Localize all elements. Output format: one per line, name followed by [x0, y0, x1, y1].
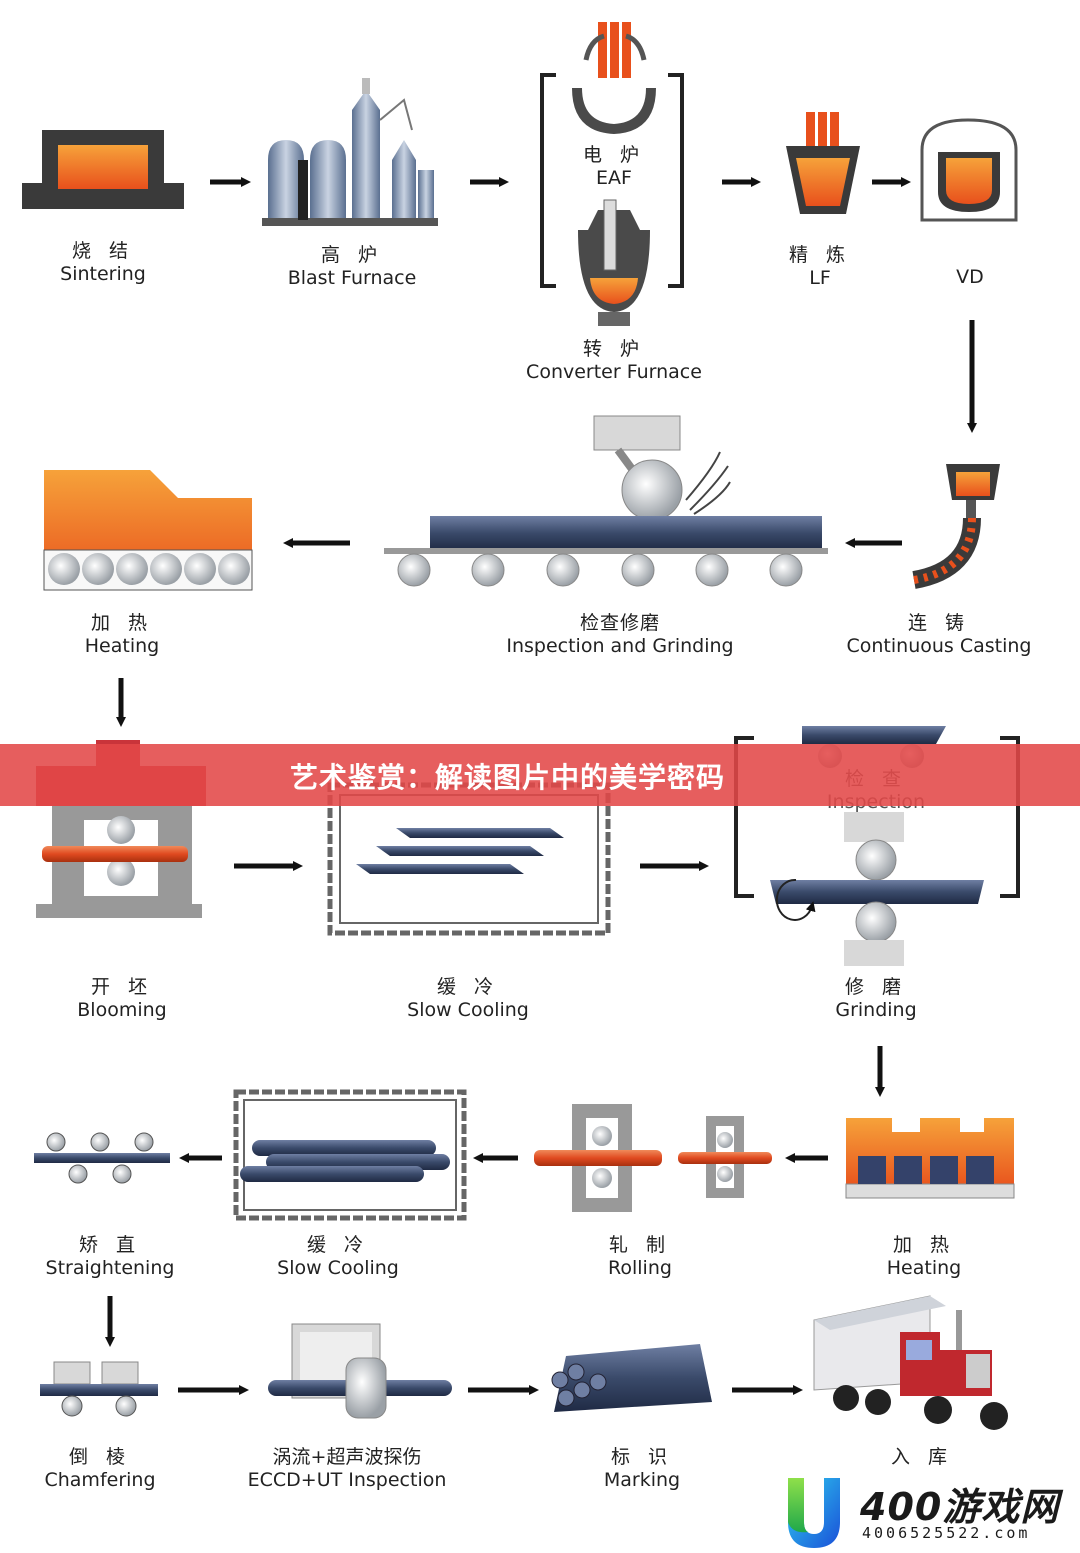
step-label-slow-cooling-2: 缓 冷 Slow Cooling: [268, 1234, 408, 1280]
label-cn: 缓 冷: [306, 1234, 370, 1256]
step-label-ecc-ut: 涡流+超声波探伤 ECCD+UT Inspection: [246, 1446, 448, 1492]
brand-watermark[interactable]: 400游戏网 4006525522.com: [782, 1472, 1080, 1553]
brand-name: 400游戏网: [860, 1485, 1060, 1529]
step-label-heating-1: 加 热 Heating: [62, 612, 182, 658]
step-label-grinding: 修 磨 Grinding: [816, 976, 936, 1022]
label-cn: 高 炉: [320, 244, 384, 266]
label-en: Slow Cooling: [277, 1256, 399, 1279]
label-en: VD: [956, 266, 984, 288]
label-en: Converter Furnace: [526, 360, 702, 383]
label-en: Marking: [603, 1468, 681, 1491]
ecc-ut-unit: [268, 1323, 452, 1419]
label-en: Heating: [886, 1256, 962, 1279]
label-en: Grinding: [835, 998, 917, 1021]
label-en: EAF: [596, 166, 632, 189]
eaf-furnace: [572, 22, 656, 134]
delivery-truck: [813, 1295, 1008, 1430]
label-cn: 涡流+超声波探伤: [272, 1446, 422, 1468]
label-cn: 检查修磨: [579, 612, 660, 634]
label-cn: 矫 直: [78, 1234, 142, 1256]
label-cn: 连 铸: [907, 612, 971, 634]
label-cn: 精 炼: [788, 244, 852, 266]
label-en: Sintering: [60, 262, 146, 285]
label-cn: 开 坯: [90, 976, 154, 998]
vd-vessel: [920, 118, 1018, 222]
label-cn: 标 识: [610, 1446, 674, 1468]
step-label-heating-2: 加 热 Heating: [864, 1234, 984, 1280]
step-label-storage: 入 库: [862, 1446, 982, 1469]
label-en: Continuous Casting: [846, 634, 1032, 657]
continuous-caster: [912, 464, 1000, 589]
label-en: Inspection and Grinding: [506, 634, 734, 657]
chamfering-machine: [40, 1361, 158, 1417]
label-cn: 加 热: [892, 1234, 956, 1256]
inspection-grinding-line: [384, 415, 828, 587]
step-label-marking: 标 识 Marking: [582, 1446, 702, 1492]
label-en: Slow Cooling: [407, 998, 529, 1021]
banner-title: 艺术鉴赏：解读图片中的美学密码: [290, 761, 726, 794]
label-en: Blast Furnace: [287, 266, 417, 289]
heating-furnace-1: [43, 470, 253, 591]
eaf-converter-bracket: [540, 73, 684, 288]
slow-cooling-pit-2: [233, 1089, 467, 1221]
u-logo-icon: [788, 1478, 840, 1548]
label-en: LF: [809, 266, 831, 289]
label-en: ECCD+UT Inspection: [247, 1468, 447, 1491]
label-cn: 入 库: [890, 1446, 954, 1468]
label-cn: 倒 棱: [68, 1446, 132, 1468]
lf-ladle: [786, 112, 860, 214]
step-label-slow-cooling-1: 缓 冷 Slow Cooling: [398, 976, 538, 1022]
label-cn: 加 热: [90, 612, 154, 634]
blast-furnace-plant: [262, 78, 438, 226]
step-label-sintering: 烧 结 Sintering: [28, 240, 178, 286]
slow-cooling-pit-1: [327, 782, 611, 936]
step-label-rolling: 轧 制 Rolling: [580, 1234, 700, 1280]
label-en: Rolling: [608, 1256, 672, 1279]
brand-phone: 4006525522.com: [862, 1524, 1031, 1542]
step-label-continuous-casting: 连 铸 Continuous Casting: [840, 612, 1038, 658]
label-en: Straightening: [45, 1256, 175, 1279]
label-cn: 转 炉: [582, 338, 646, 360]
step-label-chamfering: 倒 棱 Chamfering: [36, 1446, 164, 1492]
label-cn: 电 炉: [582, 144, 646, 166]
label-cn: 修 磨: [844, 976, 908, 998]
rolling-mill: [534, 1104, 772, 1212]
step-label-converter: 转 炉 Converter Furnace: [522, 338, 706, 384]
step-label-straightening: 矫 直 Straightening: [40, 1234, 180, 1280]
step-label-blast-furnace: 高 炉 Blast Furnace: [272, 244, 432, 290]
flow-arrows: [105, 177, 977, 1395]
converter-furnace: [578, 199, 650, 326]
label-cn: 缓 冷: [436, 976, 500, 998]
straightening-machine: [34, 1132, 170, 1184]
step-label-vd: VD: [930, 266, 1010, 289]
marked-bar-bundle: [551, 1344, 712, 1412]
label-en: Blooming: [77, 998, 167, 1021]
step-label-inspection-grinding: 检查修磨 Inspection and Grinding: [504, 612, 736, 658]
step-label-eaf: 电 炉 EAF: [564, 144, 664, 190]
step-label-lf: 精 炼 LF: [780, 244, 860, 290]
heating-furnace-2: [845, 1118, 1015, 1199]
title-banner: 艺术鉴赏：解读图片中的美学密码: [0, 744, 1080, 806]
label-cn: 烧 结: [71, 240, 135, 262]
label-en: Chamfering: [44, 1468, 156, 1491]
label-en: Heating: [84, 634, 160, 657]
label-cn: 轧 制: [608, 1234, 672, 1256]
sintering-machine: [22, 130, 184, 209]
step-label-blooming: 开 坯 Blooming: [62, 976, 182, 1022]
